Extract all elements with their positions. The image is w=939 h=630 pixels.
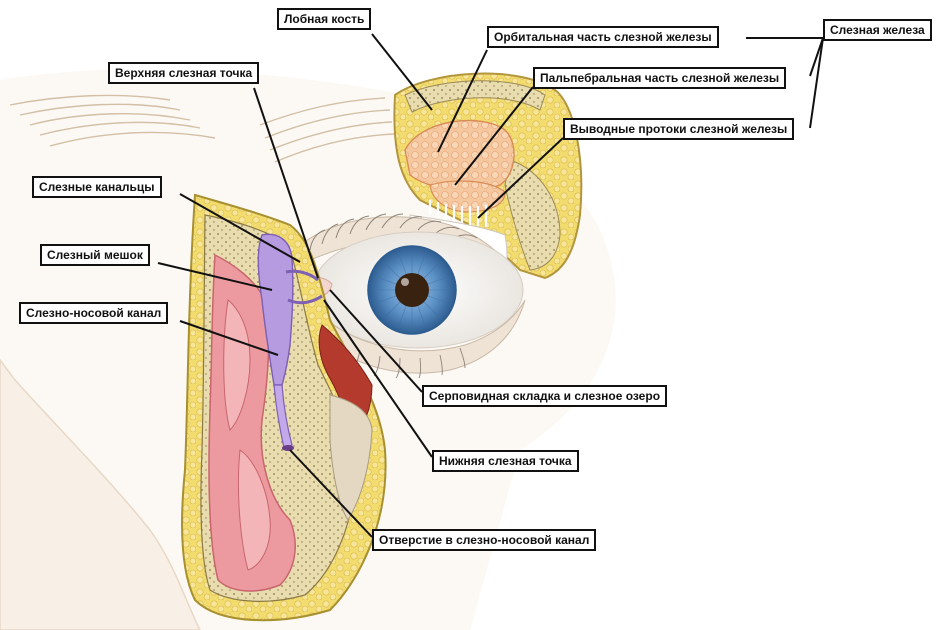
label-orbital-part: Орбитальная часть слезной железы xyxy=(487,26,719,48)
pupil xyxy=(395,273,429,307)
label-upper-punctum: Верхняя слезная точка xyxy=(108,62,259,84)
label-semilunar-fold: Серповидная складка и слезное озеро xyxy=(422,385,667,407)
duct-opening xyxy=(282,445,294,451)
label-lacrimal-gland: Слезная железа xyxy=(823,19,932,41)
leader-gland-3 xyxy=(810,38,823,128)
label-lower-punctum: Нижняя слезная точка xyxy=(432,450,579,472)
pupil-highlight xyxy=(401,278,409,286)
label-excretory-ducts: Выводные протоки слезной железы xyxy=(563,118,794,140)
label-frontal-bone: Лобная кость xyxy=(277,8,371,30)
label-canaliculi: Слезные канальцы xyxy=(32,176,162,198)
label-duct-opening: Отверстие в слезно-носовой канал xyxy=(372,529,596,551)
label-nasolacrimal-duct: Слезно-носовой канал xyxy=(19,302,168,324)
label-lacrimal-sac: Слезный мешок xyxy=(40,244,150,266)
label-palpebral-part: Пальпебральная часть слезной железы xyxy=(533,67,786,89)
